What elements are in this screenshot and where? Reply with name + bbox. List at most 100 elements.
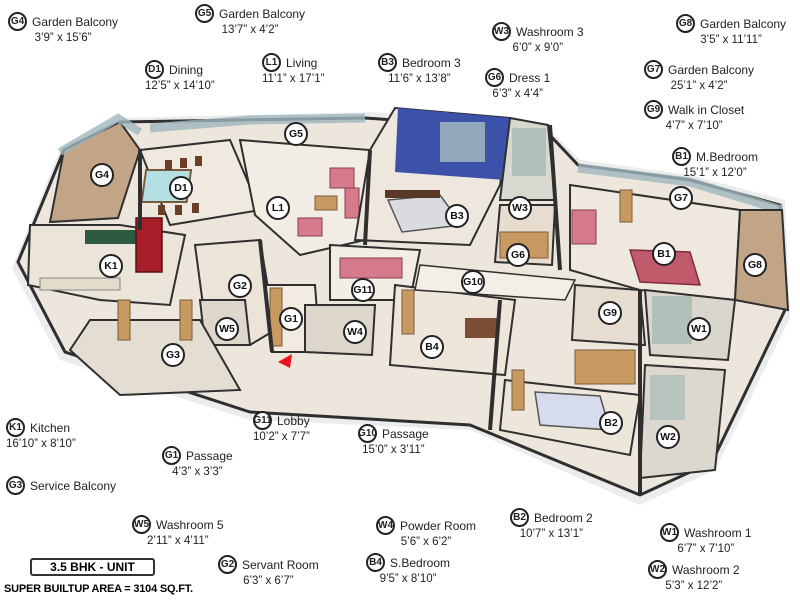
washroom1-tiles (652, 296, 692, 344)
plan-tag-d1: D1 (169, 176, 193, 200)
wall-segment-2 (363, 149, 372, 246)
legend-name: Dress 1 (509, 70, 551, 85)
legend-name: Kitchen (30, 420, 71, 435)
badge-g8: G8 (676, 14, 695, 33)
badge-g7: G7 (644, 60, 663, 79)
badge-w5: W5 (132, 515, 151, 534)
legend-name: Bedroom 2 (534, 510, 593, 525)
plan-tag-k1: K1 (99, 254, 123, 278)
plan-tag-w5: W5 (215, 317, 239, 341)
servant-door (179, 299, 193, 341)
legend-name: Washroom 2 (672, 562, 740, 577)
legend-name: Washroom 3 (516, 24, 584, 39)
badge-b2: B2 (510, 508, 529, 527)
legend-name: Garden Balcony (219, 6, 306, 21)
badge-g1: G1 (162, 446, 181, 465)
legend-k1: K1 Kitchen 16’10” x 8’10” (6, 418, 76, 450)
living-sofa-1 (329, 167, 355, 189)
plan-tag-g11: G11 (351, 278, 375, 302)
legend-dim: 6’7” x 7’10” (677, 543, 735, 555)
plan-tag-w4: W4 (343, 320, 367, 344)
balcony-g4-glass (57, 113, 143, 156)
plan-tag-b2: B2 (599, 411, 623, 435)
legend-dim: 6’3” x 4’4” (492, 88, 543, 100)
washroom3-tiles (512, 128, 546, 176)
dining-chair-3 (195, 156, 202, 166)
room-passage-g10 (414, 264, 577, 301)
legend-dim: 3’9” x 15’6” (34, 32, 92, 44)
badge-g6: G6 (485, 68, 504, 87)
plan-tag-g3: G3 (161, 343, 185, 367)
legend-dim: 10’2” x 7’7” (253, 431, 310, 443)
legend-g3: G3 Service Balcony (6, 476, 116, 495)
master-bedroom-door (619, 189, 633, 223)
legend-name: Washroom 1 (684, 525, 752, 540)
badge-w2: W2 (648, 560, 667, 579)
legend-dim: 6’3” x 6’7” (243, 575, 294, 587)
g3-door (117, 299, 131, 341)
lobby-sofa (339, 257, 403, 279)
bedroom3-headboard (385, 190, 440, 198)
legend-dim: 16’10” x 8’10” (6, 438, 76, 450)
legend-name: Powder Room (400, 518, 477, 533)
dining-chair-2 (180, 158, 187, 168)
badge-g11: G11 (253, 411, 272, 430)
living-sofa-3 (297, 217, 323, 237)
legend-name: Garden Balcony (32, 14, 119, 29)
legend-g6: G6 Dress 1 6’3” x 4’4” (485, 68, 550, 100)
badge-k1: K1 (6, 418, 25, 437)
washroom2-shower (650, 375, 685, 420)
legend-name: Service Balcony (30, 478, 117, 493)
legend-dim: 4’3” x 3’3” (172, 466, 223, 478)
badge-w3: W3 (492, 22, 511, 41)
badge-g5: G5 (195, 4, 214, 23)
plan-tag-g9: G9 (598, 301, 622, 325)
dining-chair-1 (165, 160, 172, 170)
legend-dim: 2’11” x 4’11” (147, 535, 209, 547)
legend-name: S.Bedroom (390, 555, 451, 570)
badge-d1: D1 (145, 60, 164, 79)
dining-chair-6 (192, 203, 199, 213)
badge-g3: G3 (6, 476, 25, 495)
wall-segment-4 (488, 299, 502, 431)
unit-type-box: 3.5 BHK - UNIT (30, 558, 155, 576)
legend-name: Dining (169, 62, 204, 77)
legend-dim: 25’1” x 4’2” (670, 80, 728, 92)
dining-chair-4 (158, 205, 165, 215)
plan-tag-g6: G6 (506, 243, 530, 267)
balcony-g5-glass (149, 113, 366, 133)
legend-dim: 9’5” x 8’10” (379, 573, 437, 585)
legend-name: Living (286, 55, 318, 70)
legend-name: Garden Balcony (668, 62, 755, 77)
legend-dim: 11’6” x 13’8” (388, 73, 451, 85)
legend-dim: 15’1” x 12’0” (683, 167, 747, 179)
badge-g10: G10 (358, 424, 377, 443)
legend-g7: G7 Garden Balcony 25’1” x 4’2” (644, 60, 754, 92)
plan-tag-b4: B4 (420, 335, 444, 359)
legend-dim: 10’7” x 13’1” (519, 528, 583, 540)
wall-segment-3 (548, 124, 562, 271)
legend-dim: 11’1” x 17’1” (262, 73, 325, 85)
living-coffee-table (314, 195, 338, 211)
living-sofa-2 (344, 187, 360, 219)
plan-tag-g4: G4 (90, 163, 114, 187)
badge-g2: G2 (218, 555, 237, 574)
super-builtup-area: SUPER BUILTUP AREA = 3104 SQ.FT. (4, 583, 193, 595)
plan-tag-b1: B1 (652, 242, 676, 266)
legend-dim: 15’0” x 3’11” (362, 444, 425, 456)
plan-tag-g1: G1 (279, 307, 303, 331)
plan-tag-w2: W2 (656, 425, 680, 449)
legend-name: Bedroom 3 (402, 55, 461, 70)
